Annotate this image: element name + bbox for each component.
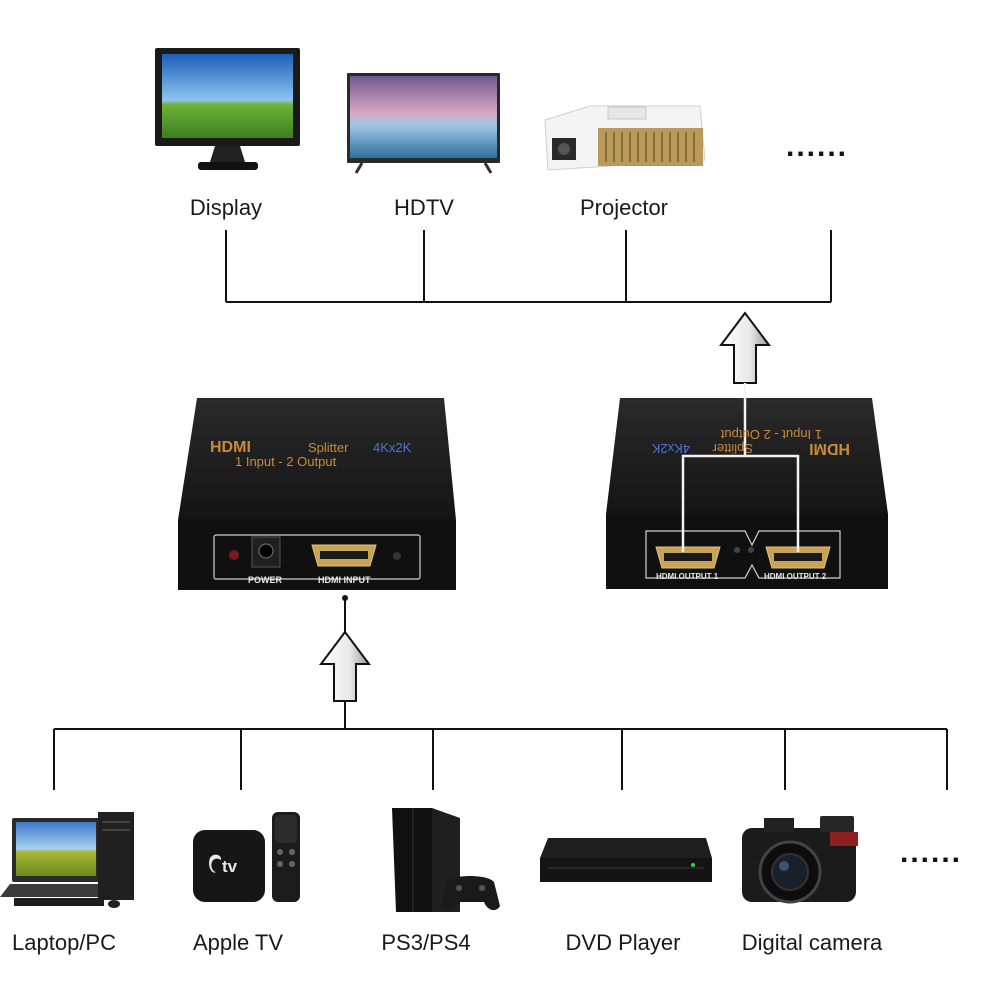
splitter-subtitle-text: 1 Input - 2 Output <box>235 454 337 469</box>
output-up-arrow-icon <box>719 311 771 384</box>
apple-tv-label: Apple TV <box>192 930 284 955</box>
splitter-brand-text: HDMI <box>210 439 251 456</box>
hdmi-input-port-label: HDMI INPUT <box>318 575 371 585</box>
display-monitor-icon <box>155 48 300 170</box>
laptop-pc-label: Laptop/PC <box>12 930 116 955</box>
ps3-ps4-label: PS3/PS4 <box>381 930 471 955</box>
output-connector-lines <box>225 230 832 303</box>
projector-label: Projector <box>579 195 669 220</box>
more-outputs-ellipsis: ...... <box>786 130 849 163</box>
laptop-pc-icon <box>0 812 134 908</box>
splitter-input-side <box>178 398 456 590</box>
display-label: Display <box>189 195 263 220</box>
more-sources-ellipsis: ...... <box>900 836 963 869</box>
hdmi-output-2-label: HDMI OUTPUT 2 <box>764 572 827 581</box>
hdtv-label: HDTV <box>394 195 454 220</box>
apple-tv-icon: tv <box>193 812 300 902</box>
dvd-player-label: DVD Player <box>565 930 681 955</box>
dvd-player-icon <box>540 838 712 882</box>
splitter-resolution-text: 4Kx2K <box>373 440 412 455</box>
splitter-output-side <box>606 383 888 589</box>
splitter-back-model-text: Splitter <box>712 441 753 456</box>
hdmi-output-1-label: HDMI OUTPUT 1 <box>656 572 719 581</box>
splitter-back-subtitle-text: 1 Input - 2 Output <box>720 427 822 442</box>
power-port-label: POWER <box>248 575 283 585</box>
digital-camera-label: Digital camera <box>741 930 883 955</box>
projector-icon <box>544 105 706 171</box>
input-up-arrow-icon <box>319 595 371 729</box>
source-connector-lines <box>53 728 948 790</box>
splitter-back-resolution-text: 4Kx2K <box>651 441 690 456</box>
splitter-back-brand-text: HDMI <box>809 440 850 457</box>
splitter-model-text: Splitter <box>308 440 349 455</box>
digital-camera-icon <box>742 816 858 904</box>
apple-tv-logo-text: tv <box>222 857 238 876</box>
hdtv-icon <box>347 73 500 174</box>
ps4-console-icon <box>392 808 500 912</box>
